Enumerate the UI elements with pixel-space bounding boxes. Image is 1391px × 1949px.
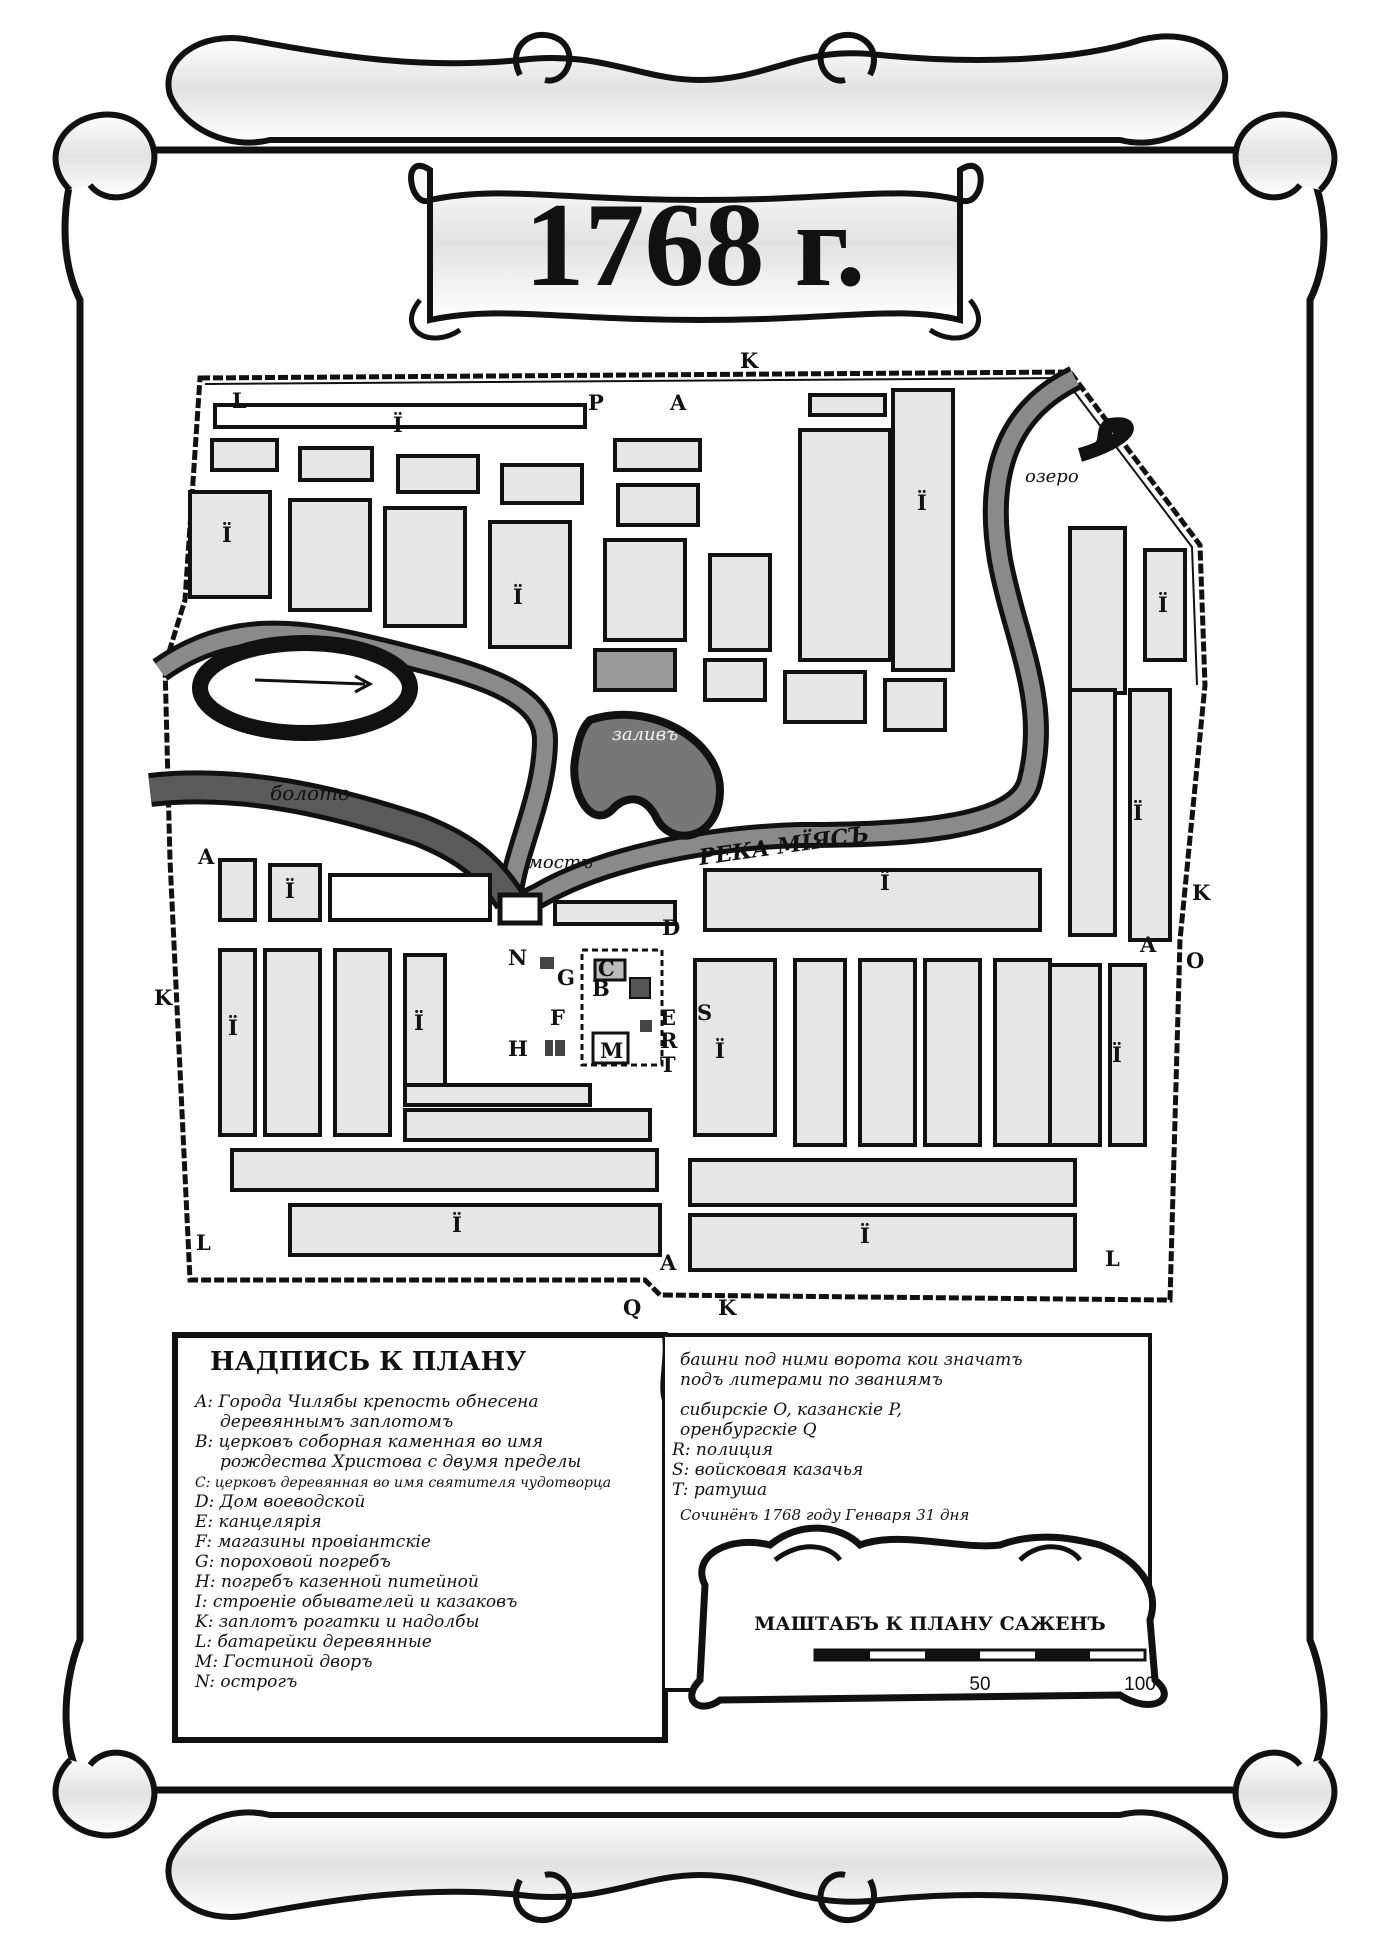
- bridge: [497, 892, 543, 926]
- letter-E: E: [660, 1005, 676, 1030]
- letter-K: K: [154, 985, 173, 1010]
- legend-entry: B: церковъ соборная каменная во имя: [194, 1432, 543, 1452]
- legend-entry: E: канцелярія: [194, 1512, 322, 1532]
- letter-A: A: [659, 1250, 677, 1275]
- letter-I: Ї: [228, 1015, 238, 1040]
- letter-O: O: [1186, 948, 1204, 973]
- legend-entry: C: церковъ деревянная во имя святителя ч…: [195, 1475, 611, 1491]
- letter-Q: Q: [623, 1295, 641, 1320]
- legend-right-list: башни под ними ворота кои значатъ подъ л…: [671, 1350, 1023, 1524]
- letter-I: Ї: [414, 1010, 424, 1035]
- lake: [1077, 417, 1134, 462]
- letter-I: Ї: [222, 522, 232, 547]
- legend-entry: подъ литерами по званиямъ: [680, 1370, 943, 1390]
- letter-F: F: [550, 1005, 565, 1030]
- letter-K: K: [718, 1295, 737, 1320]
- eastern-blocks: [1068, 526, 1187, 942]
- title-banner: 1768 г.: [408, 162, 984, 341]
- letter-I: Ї: [880, 870, 890, 895]
- island: [192, 635, 418, 741]
- letter-A: A: [1139, 932, 1157, 957]
- legend-entry: H: погребъ казенной питейной: [194, 1572, 479, 1592]
- letter-K: K: [740, 348, 759, 373]
- legend-entry: T: ратуша: [672, 1480, 767, 1500]
- letter-I: Ї: [1133, 800, 1143, 825]
- legend-entry: I: строеніе обывателей и казаковъ: [194, 1592, 517, 1612]
- letter-I: Ї: [452, 1212, 462, 1237]
- river-channel: [155, 625, 554, 906]
- letter-A: A: [669, 390, 687, 415]
- legend-entry: Сочинёнъ 1768 году Генваря 31 дня: [680, 1506, 969, 1524]
- northern-blocks: [188, 388, 955, 732]
- legend-entry: G: пороховой погребъ: [195, 1552, 391, 1572]
- letter-A: A: [197, 844, 215, 869]
- place-swamp: болото: [270, 781, 350, 805]
- legend-entry: L: батарейки деревянные: [194, 1632, 432, 1652]
- letter-C: C: [598, 956, 615, 981]
- legend-entry: R: полиция: [671, 1440, 773, 1460]
- legend-entry: F: магазины провіантскіе: [194, 1532, 431, 1552]
- legend-entry: рождества Христова с двумя пределы: [220, 1452, 581, 1472]
- place-lake: озеро: [1025, 466, 1079, 487]
- legend-entry: K: заплотъ рогатки и надолбы: [194, 1612, 479, 1632]
- bay: [570, 710, 725, 840]
- legend-entry: D: Дом воеводской: [194, 1492, 365, 1512]
- letter-I: Ї: [1158, 592, 1168, 617]
- letter-S: S: [697, 1000, 712, 1025]
- letter-I: Ї: [393, 412, 403, 437]
- river-miass: [516, 370, 1079, 913]
- letter-K: K: [1192, 880, 1211, 905]
- letter-L: L: [196, 1230, 211, 1255]
- letter-I: Ї: [917, 490, 927, 515]
- scale-title: МАШТАБЪ К ПЛАНУ САЖЕНЪ: [754, 1613, 1105, 1635]
- legend-entry: оренбургскіе Q: [680, 1420, 817, 1440]
- plan-letters: L Ї P A K Ї Ї Ї Ї Ї Ї Ї A K A O D K Ї Ї …: [154, 348, 1211, 1320]
- letter-P: P: [588, 390, 604, 415]
- place-bay: заливъ: [612, 724, 678, 745]
- letter-I: Ї: [285, 878, 295, 903]
- letter-L: L: [1105, 1246, 1120, 1271]
- legend-entry: A: Города Чилябы крепость обнесена: [193, 1392, 539, 1412]
- southern-blocks: [218, 858, 1147, 1272]
- letter-M: M: [600, 1038, 623, 1063]
- letter-I: Ї: [1112, 1042, 1122, 1067]
- legend-entry: M: Гостиной дворъ: [194, 1652, 373, 1672]
- letter-B: B: [592, 976, 610, 1001]
- letter-I: Ї: [715, 1038, 725, 1063]
- legend-panel: НАДПИСЬ К ПЛАНУ A: Города Чилябы крепост…: [172, 1332, 1168, 1743]
- letter-R: R: [660, 1028, 678, 1053]
- letter-D: D: [662, 915, 680, 940]
- legend-entry: сибирскіе O, казанскіе P,: [680, 1400, 902, 1420]
- scale-tick-100: 100: [1124, 1674, 1156, 1695]
- legend-entry: S: войсковая казачья: [672, 1460, 863, 1480]
- fortress-core: [540, 948, 664, 1067]
- legend-left-list: A: Города Чилябы крепость обнесена дерев…: [193, 1392, 611, 1692]
- legend-heading: НАДПИСЬ К ПЛАНУ: [210, 1347, 526, 1377]
- letter-I: Ї: [860, 1223, 870, 1248]
- legend-entry: деревяннымъ заплотомъ: [220, 1412, 453, 1432]
- letter-G: G: [557, 965, 575, 990]
- legend-entry: N: острогъ: [194, 1672, 297, 1692]
- place-bridge: мостъ: [528, 852, 593, 873]
- page-title: 1768 г.: [525, 178, 866, 311]
- letter-N: N: [508, 945, 527, 970]
- letter-T: T: [660, 1052, 676, 1077]
- fortress-plan: L Ї P A K Ї Ї Ї Ї Ї Ї Ї A K A O D K Ї Ї …: [148, 348, 1211, 1320]
- legend-entry: башни под ними ворота кои значатъ: [680, 1350, 1023, 1370]
- scale-tick-50: 50: [969, 1674, 990, 1695]
- letter-I: Ї: [513, 584, 523, 609]
- letter-L: L: [232, 388, 247, 413]
- letter-H: H: [508, 1036, 528, 1061]
- scale-cartouche: МАШТАБЪ К ПЛАНУ САЖЕНЪ 50 100: [688, 1524, 1168, 1710]
